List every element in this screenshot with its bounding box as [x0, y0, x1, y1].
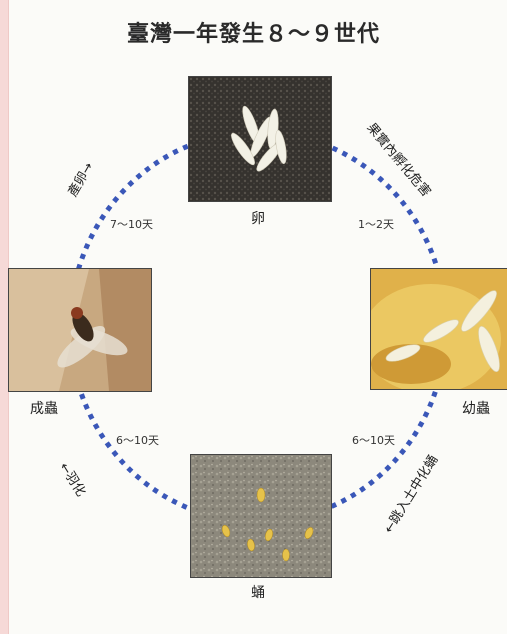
duration-larva-to-pupa: 6～10天	[352, 432, 395, 448]
duration-egg-to-larva: 1～2天	[358, 216, 394, 232]
duration-pupa-to-adult: 6～10天	[116, 432, 159, 448]
duration-adult-to-egg: 7～10天	[110, 216, 153, 232]
stage-label-egg: 卵	[251, 208, 265, 228]
larva-image	[371, 269, 507, 389]
pupa-image	[191, 455, 331, 577]
pupa-photo	[190, 454, 332, 578]
egg-photo	[188, 76, 332, 202]
stage-label-adult: 成蟲	[30, 398, 58, 418]
larva-photo	[370, 268, 507, 390]
adult-fly-photo	[8, 268, 152, 392]
egg-image	[189, 77, 331, 201]
adult-fly-image	[9, 269, 151, 391]
stage-label-pupa: 蛹	[251, 582, 265, 602]
stage-label-larva: 幼蟲	[462, 398, 490, 418]
